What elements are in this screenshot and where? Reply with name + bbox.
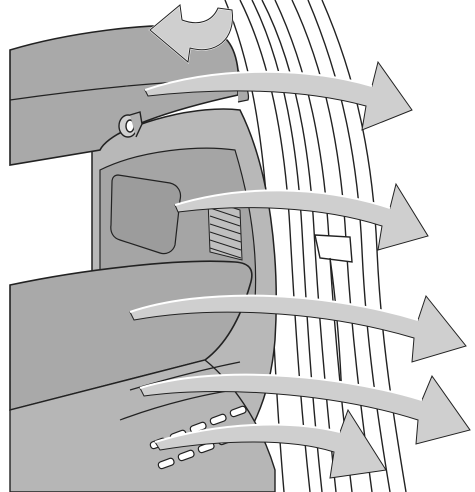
door-seal-diagram xyxy=(0,0,475,492)
illustration-canvas xyxy=(0,0,475,492)
